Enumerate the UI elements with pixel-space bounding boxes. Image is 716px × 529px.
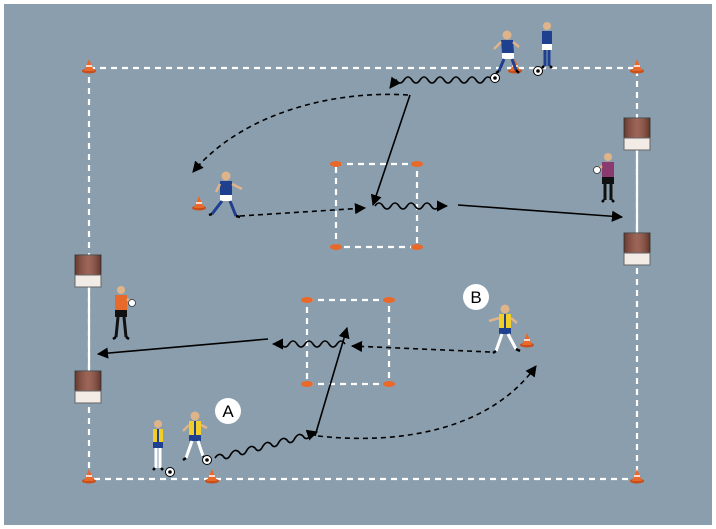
run-arrow bbox=[239, 203, 367, 217]
player-label-a: A bbox=[215, 398, 241, 424]
ball-icon bbox=[165, 467, 175, 477]
pass-arrow bbox=[314, 326, 350, 437]
ball-icon bbox=[490, 73, 500, 83]
shot-arrow bbox=[457, 204, 624, 222]
player-icon bbox=[593, 153, 615, 203]
upper-box-cones bbox=[330, 161, 423, 250]
player-icon bbox=[541, 22, 553, 69]
movement-arrows bbox=[96, 76, 624, 460]
dribble-arrow bbox=[271, 338, 346, 350]
run-arrow bbox=[192, 93, 409, 173]
upper-center-box bbox=[334, 162, 419, 249]
field-boundary bbox=[87, 66, 639, 481]
mini-goal-icon bbox=[623, 117, 651, 151]
ball-icon bbox=[533, 66, 543, 76]
label-b-text: B bbox=[470, 288, 481, 307]
mini-goal-icon bbox=[623, 232, 651, 266]
run-arrow bbox=[317, 365, 537, 440]
mini-goal-icon bbox=[74, 370, 102, 404]
player-icon bbox=[208, 171, 243, 219]
label-a-text: A bbox=[222, 402, 234, 421]
mini-goal-icon bbox=[74, 254, 102, 288]
player-icon bbox=[493, 30, 520, 75]
lower-box-cones bbox=[301, 297, 395, 387]
player-icon bbox=[152, 420, 164, 471]
dribble-arrow-top bbox=[389, 76, 493, 89]
player-label-b: B bbox=[463, 284, 489, 310]
player-icon bbox=[112, 286, 136, 341]
dribble-arrow bbox=[374, 200, 449, 212]
dribble-arrow-bottom bbox=[214, 429, 319, 460]
pass-arrow bbox=[370, 94, 411, 207]
player-icon bbox=[488, 304, 521, 355]
shot-arrow bbox=[96, 338, 269, 359]
ball-icon bbox=[202, 455, 212, 465]
